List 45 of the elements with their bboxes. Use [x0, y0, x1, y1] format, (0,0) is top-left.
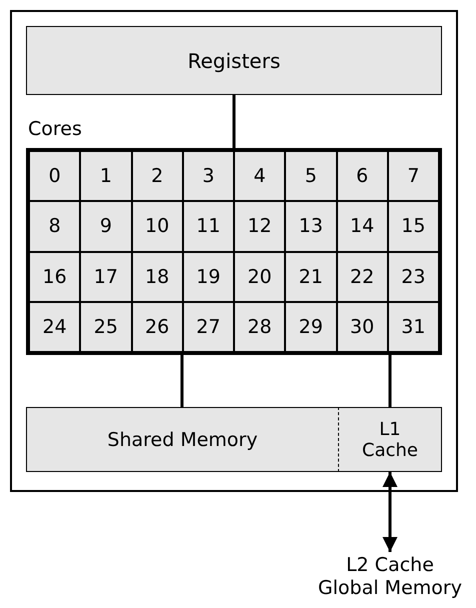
register-box: [26, 26, 442, 95]
connector-line: [232, 95, 236, 148]
core-cell: 6: [336, 151, 388, 202]
core-cell: 23: [388, 252, 439, 302]
core-cell: 8: [29, 201, 80, 252]
connector-line: [388, 355, 392, 407]
core-cell: 28: [234, 302, 286, 352]
memory-label: L2 Cache Global Memory: [315, 552, 465, 602]
core-cell: 12: [234, 201, 286, 252]
box-label: L1 Cache: [361, 418, 419, 460]
core-cell: 3: [182, 151, 234, 202]
core-cell: 7: [388, 151, 439, 202]
core-cell: 15: [388, 201, 439, 252]
core-cell: 9: [80, 201, 132, 252]
core-cell: 31: [388, 302, 439, 352]
core-cell: 11: [182, 201, 234, 252]
core-cell: 25: [80, 302, 132, 352]
connector-line: [180, 355, 184, 407]
core-cell: 20: [234, 252, 286, 302]
core-cell: 21: [285, 252, 336, 302]
core-cell: 16: [29, 252, 80, 302]
core-cell: 13: [285, 201, 336, 252]
core-cell: 1: [80, 151, 132, 202]
box-label: Shared Memory: [107, 428, 258, 450]
core-cell: 14: [336, 201, 388, 252]
core-cell: 30: [336, 302, 388, 352]
core-cell: 24: [29, 302, 80, 352]
core-cell: 10: [132, 201, 183, 252]
core-cell: 0: [29, 151, 80, 202]
box-label: Registers: [188, 48, 280, 72]
core-cell: 19: [182, 252, 234, 302]
core-cell: 27: [182, 302, 234, 352]
core-cell: 29: [285, 302, 336, 352]
core-cell: 22: [336, 252, 388, 302]
group-heading: Cores: [28, 118, 82, 140]
core-cell: 17: [80, 252, 132, 302]
shared-memory-box: [26, 407, 338, 472]
core-cell: 5: [285, 151, 336, 202]
core-cell: 26: [132, 302, 183, 352]
core-cell: 18: [132, 252, 183, 302]
processor-box: [10, 10, 458, 492]
core-cell: 4: [234, 151, 286, 202]
double-arrow: [382, 472, 398, 552]
cache-box: [338, 407, 442, 472]
core-cell: 2: [132, 151, 183, 202]
